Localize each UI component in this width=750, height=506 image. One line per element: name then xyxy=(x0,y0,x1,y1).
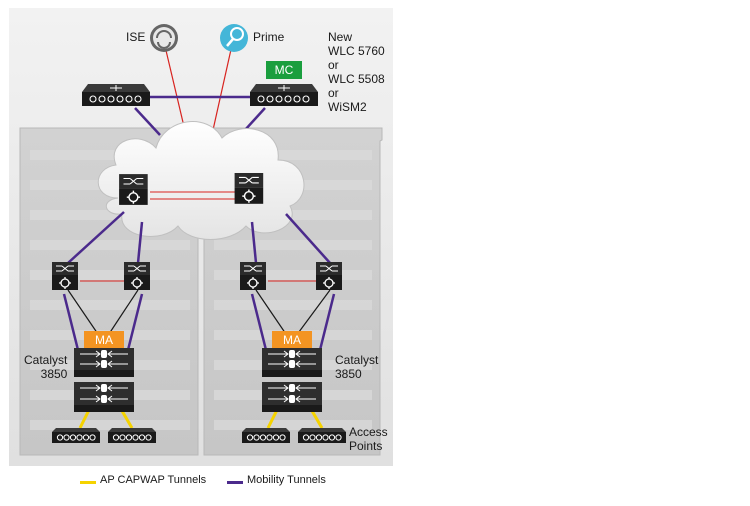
access-point-3 xyxy=(241,427,291,444)
ise-link xyxy=(163,41,187,136)
wlc-label-line: or xyxy=(328,86,339,100)
catalyst-label-left: Catalyst 3850 xyxy=(24,353,67,381)
dist-router-right-a xyxy=(239,261,267,291)
catalyst-label-line: 3850 xyxy=(335,367,362,381)
ma-right-bg xyxy=(272,331,312,349)
ma-badge-left: MA xyxy=(95,333,113,347)
core-router-left xyxy=(118,173,149,206)
legend-mobility-label: Mobility Tunnels xyxy=(247,474,326,486)
catalyst-label-line: 3850 xyxy=(40,367,68,381)
ma-badge-right: MA xyxy=(283,333,301,347)
access-points-label-line: Points xyxy=(349,439,383,453)
mc-badge: MC xyxy=(274,63,294,77)
dist-router-left-a xyxy=(51,261,79,291)
access-points-label-line: Access xyxy=(349,425,388,439)
wlc-left-device xyxy=(81,83,151,107)
prime-label: Prime xyxy=(253,30,285,44)
ise-label: ISE xyxy=(126,30,146,44)
catalyst-label-right: Catalyst 3850 xyxy=(335,353,378,381)
wlc-label-line: WLC 5760 xyxy=(328,44,385,58)
control-links xyxy=(163,41,233,136)
access-point-2 xyxy=(107,427,157,444)
mobility-links-top xyxy=(134,95,266,136)
wlc-label-line: New xyxy=(328,30,353,44)
ma-left-bg xyxy=(84,331,124,349)
distribution-mobility xyxy=(62,293,336,351)
wlc-label-line: WLC 5508 xyxy=(328,72,385,86)
catalyst-label-line: Catalyst xyxy=(335,353,379,367)
prime-icon xyxy=(220,24,248,52)
legend-capwap-label: AP CAPWAP Tunnels xyxy=(100,474,207,486)
mobility-swatch xyxy=(227,481,243,484)
core-red-links xyxy=(150,191,238,200)
capwap-swatch xyxy=(80,481,96,484)
core-cloud xyxy=(97,121,305,240)
catalyst-label-line: Catalyst xyxy=(24,353,68,367)
mobility-links-core xyxy=(67,211,331,264)
dist-router-right-b xyxy=(315,261,343,291)
prime-link xyxy=(212,44,233,131)
wlc-right-device xyxy=(249,83,319,107)
ise-icon xyxy=(150,24,178,52)
wlc-label-line: or xyxy=(328,58,339,72)
mc-badge-bg xyxy=(266,61,302,79)
wlc-label: New WLC 5760 or WLC 5508 or WiSM2 xyxy=(328,30,385,114)
access-point-4 xyxy=(297,427,347,444)
core-router-right xyxy=(233,172,264,205)
wlc-label-line: WiSM2 xyxy=(328,100,367,114)
access-point-1 xyxy=(51,427,101,444)
access-points-label: Access Points xyxy=(349,425,388,453)
dist-router-left-b xyxy=(123,261,151,291)
